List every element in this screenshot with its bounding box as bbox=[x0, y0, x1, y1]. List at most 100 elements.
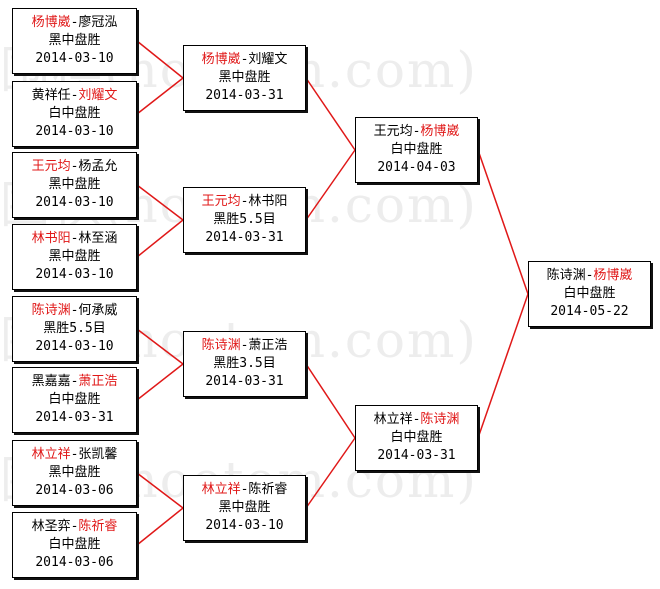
bracket-line bbox=[136, 507, 184, 546]
match-players: 杨博崴-刘耀文 bbox=[201, 52, 288, 67]
player-white: 张凯馨 bbox=[78, 447, 118, 462]
match-result: 黑胜5.5目 bbox=[213, 212, 276, 227]
player-white: 廖冠泓 bbox=[78, 15, 118, 30]
match-date: 2014-03-06 bbox=[35, 483, 114, 498]
bracket-line bbox=[136, 77, 184, 115]
match-players: 王元均-杨博崴 bbox=[373, 124, 460, 139]
player-black: 林立祥 bbox=[201, 482, 241, 497]
match-box-round1: 王元均-杨孟允黑中盘胜 2014-03-10 bbox=[12, 152, 137, 218]
bracket-line bbox=[305, 77, 356, 151]
player-black: 王元均 bbox=[373, 124, 413, 139]
match-date: 2014-03-31 bbox=[205, 88, 284, 103]
bracket-line bbox=[305, 437, 356, 509]
bracket-line bbox=[136, 40, 184, 79]
player-white: 杨孟允 bbox=[78, 159, 118, 174]
player-black: 杨博崴 bbox=[31, 15, 71, 30]
match-date: 2014-04-03 bbox=[377, 160, 456, 175]
match-players: 黄祥任-刘耀文 bbox=[31, 88, 118, 103]
player-white: 林至涵 bbox=[78, 231, 118, 246]
bracket-line bbox=[136, 472, 184, 509]
match-players: 陈诗渊-萧正浩 bbox=[201, 338, 288, 353]
player-black: 林立祥 bbox=[373, 412, 413, 427]
match-box-round3: 王元均-杨博崴白中盘胜 2014-04-03 bbox=[355, 117, 478, 183]
match-result: 黑中盘胜 bbox=[48, 33, 101, 48]
player-black: 王元均 bbox=[201, 194, 241, 209]
match-box-round1: 杨博崴-廖冠泓黑中盘胜 2014-03-10 bbox=[12, 8, 137, 74]
match-date: 2014-03-06 bbox=[35, 555, 114, 570]
match-result: 黑中盘胜 bbox=[48, 249, 101, 264]
match-players: 黑嘉嘉-萧正浩 bbox=[31, 374, 118, 389]
bracket-line bbox=[305, 149, 356, 221]
match-date: 2014-03-31 bbox=[377, 448, 456, 463]
match-box-round2: 王元均-林书阳黑胜5.5目 2014-03-31 bbox=[183, 187, 306, 253]
player-black: 陈诗渊 bbox=[546, 268, 586, 283]
match-result: 白中盘胜 bbox=[48, 106, 101, 121]
bracket-line bbox=[136, 219, 184, 258]
match-result: 黑中盘胜 bbox=[218, 500, 271, 515]
player-white: 刘耀文 bbox=[78, 88, 118, 103]
match-players: 林书阳-林至涵 bbox=[31, 231, 118, 246]
match-result: 黑中盘胜 bbox=[48, 465, 101, 480]
match-date: 2014-03-31 bbox=[35, 410, 114, 425]
player-white: 林书阳 bbox=[248, 194, 288, 209]
player-black: 陈诗渊 bbox=[31, 303, 71, 318]
bracket-line bbox=[136, 328, 184, 365]
match-players: 林立祥-陈祈睿 bbox=[201, 482, 288, 497]
match-date: 2014-05-22 bbox=[550, 304, 629, 319]
match-result: 白中盘胜 bbox=[48, 392, 101, 407]
match-box-final: 陈诗渊-杨博崴白中盘胜 2014-05-22 bbox=[528, 261, 651, 327]
player-black: 陈诗渊 bbox=[201, 338, 241, 353]
match-box-round1: 陈诗渊-何承威黑胜5.5目 2014-03-10 bbox=[12, 296, 137, 362]
match-date: 2014-03-10 bbox=[35, 339, 114, 354]
bracket-line bbox=[477, 293, 529, 439]
player-white: 刘耀文 bbox=[248, 52, 288, 67]
match-players: 林圣弈-陈祈睿 bbox=[31, 519, 118, 534]
match-players: 林立祥-张凯馨 bbox=[31, 447, 118, 462]
match-players: 陈诗渊-何承威 bbox=[31, 303, 118, 318]
match-date: 2014-03-10 bbox=[35, 267, 114, 282]
bracket-line bbox=[136, 184, 184, 221]
match-date: 2014-03-31 bbox=[205, 374, 284, 389]
match-result: 黑中盘胜 bbox=[218, 70, 271, 85]
player-white: 杨博崴 bbox=[593, 268, 633, 283]
match-players: 王元均-林书阳 bbox=[201, 194, 288, 209]
match-date: 2014-03-10 bbox=[35, 124, 114, 139]
player-white: 陈祈睿 bbox=[78, 519, 118, 534]
match-result: 白中盘胜 bbox=[390, 430, 443, 445]
match-result: 白中盘胜 bbox=[563, 286, 616, 301]
match-players: 杨博崴-廖冠泓 bbox=[31, 15, 118, 30]
player-black: 黑嘉嘉 bbox=[31, 374, 71, 389]
match-result: 黑胜5.5目 bbox=[43, 321, 106, 336]
player-black: 黄祥任 bbox=[31, 88, 71, 103]
player-black: 王元均 bbox=[31, 159, 71, 174]
match-box-round2: 杨博崴-刘耀文黑中盘胜 2014-03-31 bbox=[183, 45, 306, 111]
match-box-round2: 林立祥-陈祈睿黑中盘胜 2014-03-10 bbox=[183, 475, 306, 541]
player-white: 何承威 bbox=[78, 303, 118, 318]
match-box-round1: 黄祥任-刘耀文白中盘胜 2014-03-10 bbox=[12, 81, 137, 147]
match-box-round1: 林书阳-林至涵黑中盘胜 2014-03-10 bbox=[12, 224, 137, 290]
match-box-round1: 林圣弈-陈祈睿白中盘胜 2014-03-06 bbox=[12, 512, 137, 578]
player-black: 林圣弈 bbox=[31, 519, 71, 534]
match-date: 2014-03-10 bbox=[205, 518, 284, 533]
match-result: 白中盘胜 bbox=[390, 142, 443, 157]
player-white: 萧正浩 bbox=[78, 374, 118, 389]
player-white: 陈诗渊 bbox=[420, 412, 460, 427]
match-date: 2014-03-10 bbox=[35, 195, 114, 210]
match-date: 2014-03-31 bbox=[205, 230, 284, 245]
match-box-round1: 黑嘉嘉-萧正浩白中盘胜 2014-03-31 bbox=[12, 367, 137, 433]
match-players: 王元均-杨孟允 bbox=[31, 159, 118, 174]
player-black: 林书阳 bbox=[31, 231, 71, 246]
bracket-line bbox=[305, 363, 356, 439]
match-players: 陈诗渊-杨博崴 bbox=[546, 268, 633, 283]
player-black: 林立祥 bbox=[31, 447, 71, 462]
match-result: 白中盘胜 bbox=[48, 537, 101, 552]
match-box-round1: 林立祥-张凯馨黑中盘胜 2014-03-06 bbox=[12, 440, 137, 506]
bracket-line bbox=[477, 149, 529, 295]
match-result: 黑中盘胜 bbox=[48, 177, 101, 192]
player-white: 萧正浩 bbox=[248, 338, 288, 353]
match-date: 2014-03-10 bbox=[35, 51, 114, 66]
bracket-line bbox=[136, 363, 184, 401]
